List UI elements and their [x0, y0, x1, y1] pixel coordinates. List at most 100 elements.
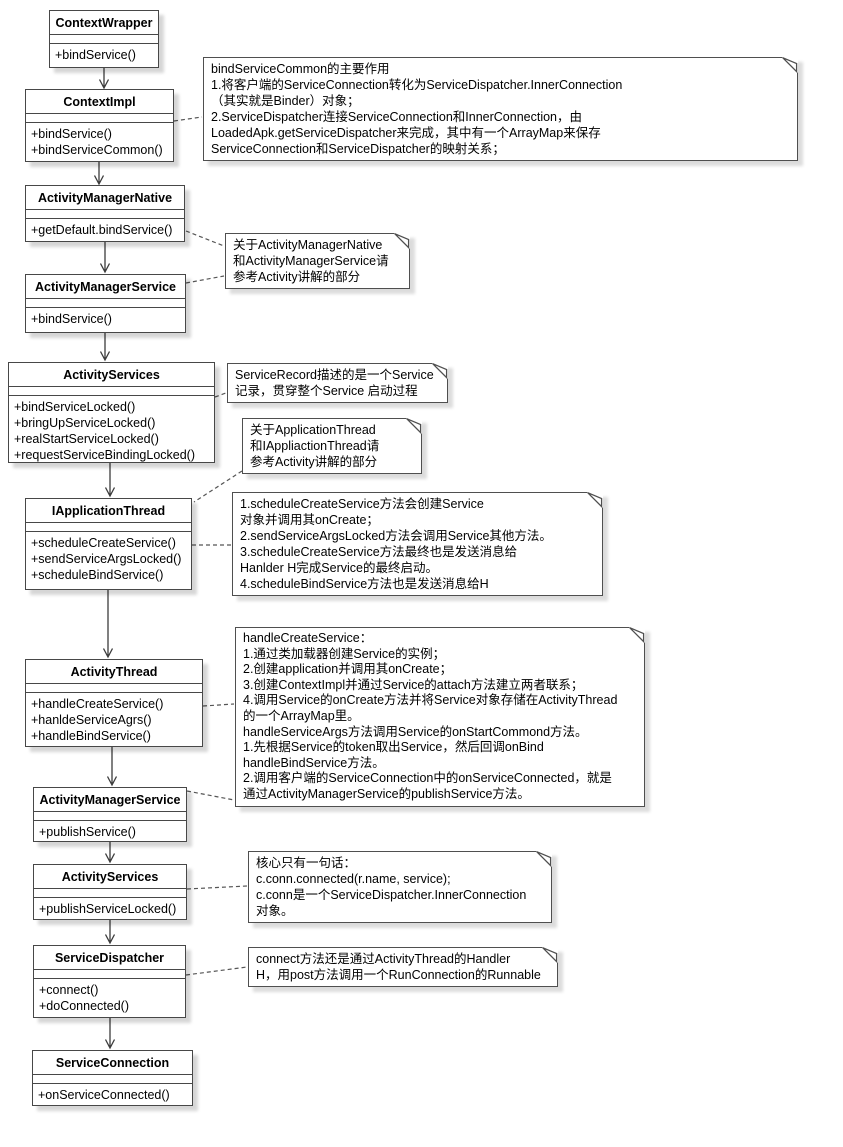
note-line: c.conn是一个ServiceDispatcher.InnerConnecti…: [256, 888, 527, 902]
class-methods-compartment: +publishServiceLocked(): [34, 898, 186, 920]
note-line: 参考Activity讲解的部分: [250, 455, 378, 469]
note-line: c.conn.connected(r.name, service);: [256, 872, 451, 886]
note-line: （其实就是Binder）对象；: [211, 94, 360, 108]
class-box-serviceconnection: ServiceConnection +onServiceConnected(): [32, 1050, 193, 1106]
note-line: 3.scheduleCreateService方法最终也是发送消息给: [240, 545, 518, 559]
note-line: 关于ActivityManagerNative: [233, 238, 383, 252]
class-method: +bringUpServiceLocked(): [14, 416, 156, 430]
note-fold-icon: [629, 626, 646, 643]
note-line: 的一个ArrayMap里。: [243, 708, 360, 723]
class-title: ContextWrapper: [50, 11, 158, 35]
class-methods-compartment: +handleCreateService() +hanldeServiceAgr…: [26, 693, 202, 747]
note-line: handleBindService方法。: [243, 755, 385, 770]
class-attrs-compartment: [26, 299, 185, 308]
class-box-iapplicationthread: IApplicationThread +scheduleCreateServic…: [25, 498, 192, 590]
note-line: 2.sendServiceArgsLocked方法会调用Service其他方法。: [240, 529, 552, 543]
class-box-activityservices-2: ActivityServices +publishServiceLocked(): [33, 864, 187, 920]
note-schedulecreateservice: 1.scheduleCreateService方法会创建Service 对象并调…: [232, 491, 604, 596]
class-methods-compartment: +bindService(): [26, 308, 185, 332]
note-line: 参考Activity讲解的部分: [233, 270, 361, 284]
class-box-activityservices: ActivityServices +bindServiceLocked() +b…: [8, 362, 215, 463]
note-line: 通过ActivityManagerService的publishService方…: [243, 786, 530, 801]
class-method: +scheduleBindService(): [31, 568, 164, 582]
class-method: +bindService(): [31, 312, 112, 326]
note-fold-icon: [394, 232, 411, 249]
class-method: +sendServiceArgsLocked(): [31, 552, 182, 566]
class-attrs-compartment: [50, 35, 158, 44]
note-bindservicecommon: bindServiceCommon的主要作用 1.将客户端的ServiceCon…: [203, 56, 799, 161]
class-methods-compartment: +scheduleCreateService() +sendServiceArg…: [26, 532, 191, 589]
class-attrs-compartment: [34, 889, 186, 898]
class-title: IApplicationThread: [26, 499, 191, 523]
class-methods-compartment: +bindServiceLocked() +bringUpServiceLock…: [9, 396, 214, 466]
class-attrs-compartment: [26, 210, 184, 219]
note-fold-icon: [542, 946, 559, 963]
class-title: ActivityManagerNative: [26, 186, 184, 210]
class-box-contextimpl: ContextImpl +bindService() +bindServiceC…: [25, 89, 174, 162]
class-box-activitymanagerservice-2: ActivityManagerService +publishService(): [33, 787, 187, 842]
class-title: ContextImpl: [26, 90, 173, 114]
class-methods-compartment: +onServiceConnected(): [33, 1084, 192, 1106]
class-method: +handleCreateService(): [31, 697, 164, 711]
note-line: 对象并调用其onCreate；: [240, 513, 379, 527]
class-attrs-compartment: [26, 684, 202, 693]
note-line: 核心只有一句话：: [256, 856, 357, 870]
class-methods-compartment: +bindService() +bindServiceCommon(): [26, 123, 173, 161]
note-conn-connected: 核心只有一句话： c.conn.connected(r.name, servic…: [248, 850, 553, 923]
note-line: 1.先根据Service的token取出Service，然后回调onBind: [243, 740, 544, 755]
note-fold-icon: [536, 850, 553, 867]
note-line: handleCreateService：: [243, 631, 373, 645]
class-attrs-compartment: [33, 1075, 192, 1084]
class-attrs-compartment: [9, 387, 214, 396]
class-attrs-compartment: [26, 523, 191, 532]
note-line: 记录，贯穿整个Service 启动过程: [235, 384, 418, 398]
class-methods-compartment: +connect() +doConnected(): [34, 979, 185, 1017]
class-method: +bindService(): [31, 127, 112, 141]
class-method: +requestServiceBindingLocked(): [14, 448, 196, 462]
class-box-activitymanagerservice: ActivityManagerService +bindService(): [25, 274, 186, 333]
class-title: ActivityServices: [9, 363, 214, 387]
note-fold-icon: [782, 56, 799, 73]
note-line: 和ActivityManagerService请: [233, 254, 389, 268]
class-box-servicedispatcher: ServiceDispatcher +connect() +doConnecte…: [33, 945, 186, 1018]
note-line: 1.将客户端的ServiceConnection转化为ServiceDispat…: [211, 78, 623, 92]
class-method: +publishServiceLocked(): [39, 902, 177, 916]
flow-arrows: [93, 68, 118, 1050]
note-line: ServiceRecord描述的是一个Service: [235, 368, 434, 382]
class-method: +doConnected(): [39, 999, 129, 1013]
note-line: H，用post方法调用一个RunConnection的Runnable: [256, 968, 541, 982]
note-line: 2.创建application并调用其onCreate；: [243, 662, 453, 677]
class-method: +scheduleCreateService(): [31, 536, 176, 550]
note-applicationthread: 关于ApplicationThread 和IAppliactionThread请…: [242, 417, 423, 474]
class-method: +bindServiceCommon(): [31, 143, 163, 157]
note-line: handleServiceArgs方法调用Service的onStartComm…: [243, 724, 588, 739]
note-activitymanagernative: 关于ActivityManagerNative 和ActivityManager…: [225, 232, 411, 289]
class-title: ServiceDispatcher: [34, 946, 185, 970]
class-box-activitymanagernative: ActivityManagerNative +getDefault.bindSe…: [25, 185, 185, 242]
note-line: 1.通过类加载器创建Service的实例；: [243, 646, 446, 661]
note-line: 1.scheduleCreateService方法会创建Service: [240, 497, 484, 511]
note-line: LoadedApk.getServiceDispatcher来完成，其中有一个A…: [211, 126, 601, 140]
class-method: +bindServiceLocked(): [14, 400, 136, 414]
note-connectors: [173, 116, 248, 976]
class-attrs-compartment: [34, 970, 185, 979]
note-line: Hanlder H完成Service的最终启动。: [240, 561, 438, 575]
note-servicerecord: ServiceRecord描述的是一个Service 记录，贯穿整个Servic…: [227, 362, 449, 403]
class-methods-compartment: +bindService(): [50, 44, 158, 67]
note-line: 3.创建ContextImpl并通过Service的attach方法建立两者联系…: [243, 677, 584, 692]
class-method: +realStartServiceLocked(): [14, 432, 159, 446]
class-methods-compartment: +publishService(): [34, 821, 186, 843]
class-method: +bindService(): [55, 48, 136, 62]
note-fold-icon: [406, 417, 423, 434]
class-box-contextwrapper: ContextWrapper +bindService(): [49, 10, 159, 68]
note-handlecreateservice: handleCreateService： 1.通过类加载器创建Service的实…: [235, 626, 646, 807]
note-line: 关于ApplicationThread: [250, 423, 376, 437]
class-method: +hanldeServiceAgrs(): [31, 713, 152, 727]
class-method: +handleBindService(): [31, 729, 151, 743]
class-attrs-compartment: [34, 812, 186, 821]
note-fold-icon: [587, 491, 604, 508]
note-line: 4.scheduleBindService方法也是发送消息给H: [240, 577, 489, 591]
class-methods-compartment: +getDefault.bindService(): [26, 219, 184, 241]
